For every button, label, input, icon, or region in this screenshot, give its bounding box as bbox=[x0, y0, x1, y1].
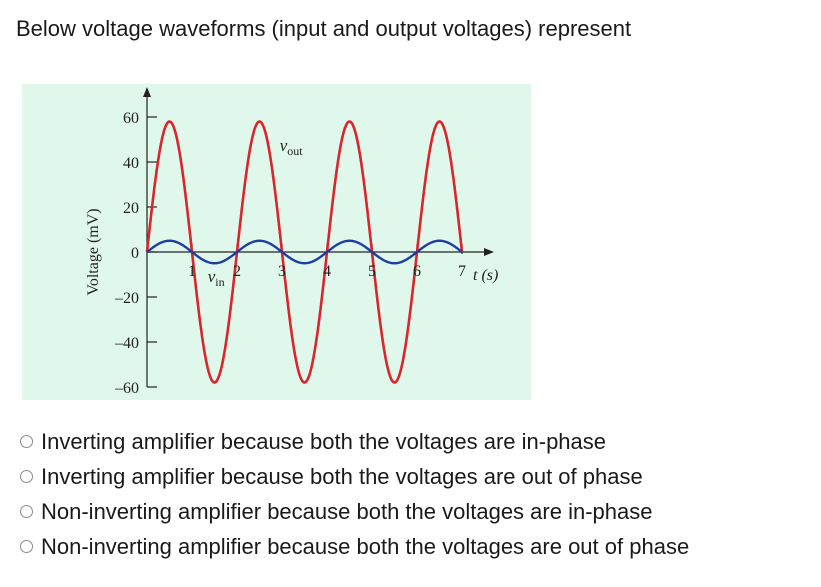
option-2-radio[interactable] bbox=[20, 470, 33, 483]
x-tick-label: 4 bbox=[323, 263, 331, 280]
y-axis-label: Voltage (mV) bbox=[85, 208, 102, 295]
y-tick-label: –20 bbox=[114, 290, 139, 307]
option-3[interactable]: Non-inverting amplifier because both the… bbox=[20, 494, 689, 529]
chart-axes bbox=[143, 87, 494, 388]
x-tick-label: 3 bbox=[278, 263, 286, 280]
option-4[interactable]: Non-inverting amplifier because both the… bbox=[20, 529, 689, 564]
series-line-v-out bbox=[145, 120, 464, 384]
x-tick-label: 7 bbox=[458, 263, 466, 280]
option-4-radio[interactable] bbox=[20, 540, 33, 553]
x-tick-label: 2 bbox=[233, 263, 241, 280]
chart-series bbox=[145, 120, 464, 384]
x-axis-label: t (s) bbox=[473, 267, 498, 284]
y-tick-label: 0 bbox=[131, 245, 139, 262]
waveform-chart: 60 40 20 0 –20 –40 –60 1 2 3 4 5 6 7 t (s) Voltage (mV)… bbox=[22, 84, 531, 400]
series-label-v-in: vin bbox=[208, 267, 225, 289]
option-3-label: Non-inverting amplifier because both the… bbox=[41, 498, 653, 524]
option-1[interactable]: Inverting amplifier because both the vol… bbox=[20, 424, 689, 459]
y-tick-label: 40 bbox=[123, 155, 139, 172]
waveform-figure: 60 40 20 0 –20 –40 –60 1 2 3 4 5 6 7 t (s) Voltage (mV)… bbox=[22, 84, 531, 400]
chart-labels: 60 40 20 0 –20 –40 –60 1 2 3 4 5 6 7 t (s) Voltage (mV)… bbox=[85, 110, 498, 397]
y-tick-label: –40 bbox=[114, 335, 139, 352]
x-tick-label: 6 bbox=[413, 263, 421, 280]
option-2[interactable]: Inverting amplifier because both the vol… bbox=[20, 459, 689, 494]
y-tick-label: 20 bbox=[123, 200, 139, 217]
option-2-label: Inverting amplifier because both the vol… bbox=[41, 463, 643, 489]
y-axis-arrow bbox=[143, 87, 151, 97]
x-tick-label: 5 bbox=[368, 263, 376, 280]
option-1-radio[interactable] bbox=[20, 435, 33, 448]
x-tick-label: 1 bbox=[188, 263, 196, 280]
x-axis-arrow bbox=[484, 248, 494, 256]
series-line-v-in bbox=[146, 239, 463, 265]
option-3-radio[interactable] bbox=[20, 505, 33, 518]
y-tick-label: –60 bbox=[114, 380, 139, 397]
question-text: Below voltage waveforms (input and outpu… bbox=[16, 16, 632, 41]
answer-options: Inverting amplifier because both the vol… bbox=[20, 424, 689, 564]
series-label-v-out: vout bbox=[280, 136, 304, 158]
option-1-label: Inverting amplifier because both the vol… bbox=[41, 428, 607, 454]
y-tick-label: 60 bbox=[123, 110, 139, 127]
option-4-label: Non-inverting amplifier because both the… bbox=[41, 533, 690, 559]
